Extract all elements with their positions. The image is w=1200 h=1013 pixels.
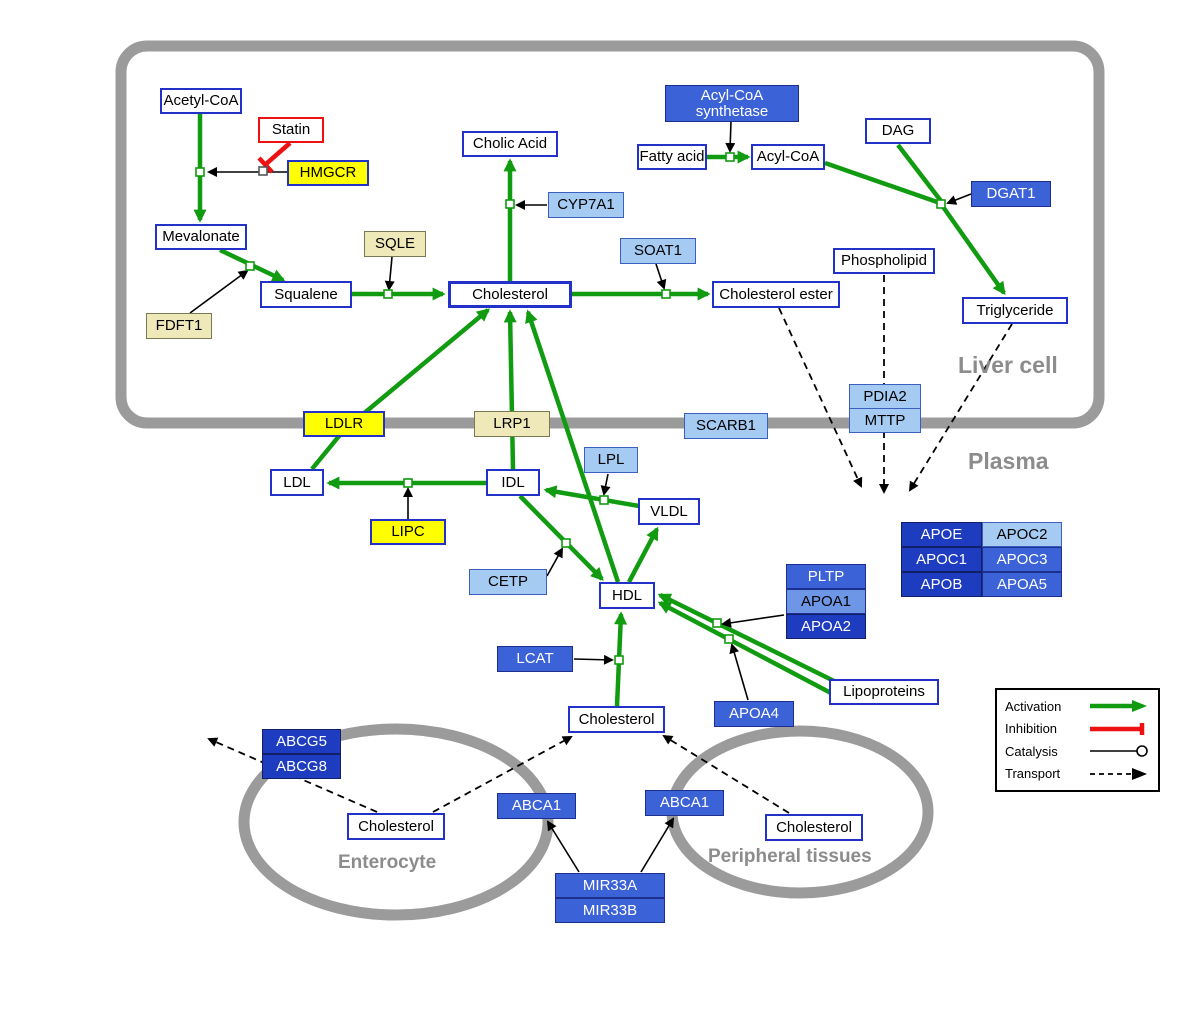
legend-row-transport: Transport: [1005, 764, 1150, 784]
transport-dashed-arrow-icon: [1090, 767, 1147, 780]
node-cholesterol-peripheral[interactable]: Cholesterol: [765, 814, 863, 841]
node-cholesterol[interactable]: Cholesterol: [448, 281, 572, 308]
node-mevalonate[interactable]: Mevalonate: [155, 224, 247, 250]
node-lpl[interactable]: LPL: [584, 447, 638, 473]
node-apoc3[interactable]: APOC3: [982, 547, 1062, 572]
node-pltp[interactable]: PLTP: [786, 564, 866, 589]
node-phospholipid[interactable]: Phospholipid: [833, 248, 935, 274]
node-dag[interactable]: DAG: [865, 118, 931, 144]
node-cholesterol-enterocyte[interactable]: Cholesterol: [347, 813, 445, 840]
legend-catalysis-label: Catalysis: [1005, 743, 1058, 759]
node-fdft1[interactable]: FDFT1: [146, 313, 212, 339]
node-idl[interactable]: IDL: [486, 469, 540, 496]
activation-arrow-icon: [1090, 700, 1147, 712]
node-acyl-coa-synthetase[interactable]: Acyl-CoA synthetase: [665, 85, 799, 122]
node-mir33b[interactable]: MIR33B: [555, 898, 665, 923]
node-mir33a[interactable]: MIR33A: [555, 873, 665, 898]
node-lcat[interactable]: LCAT: [497, 646, 573, 672]
legend-inhibition-label: Inhibition: [1005, 721, 1058, 737]
node-cholic-acid[interactable]: Cholic Acid: [462, 131, 558, 157]
node-abcg5[interactable]: ABCG5: [262, 729, 341, 754]
node-abca1-enterocyte[interactable]: ABCA1: [497, 793, 576, 819]
enterocyte-label: Enterocyte: [338, 852, 437, 873]
node-sqle[interactable]: SQLE: [364, 231, 426, 257]
node-triglyceride[interactable]: Triglyceride: [962, 297, 1068, 324]
node-vldl[interactable]: VLDL: [638, 498, 700, 525]
legend-row-activation: Activation: [1005, 696, 1150, 716]
inhibition-tbar-icon: [1090, 722, 1145, 735]
node-acyl-coa[interactable]: Acyl-CoA: [751, 144, 825, 170]
node-apoa2[interactable]: APOA2: [786, 614, 866, 639]
node-lipc[interactable]: LIPC: [370, 519, 446, 545]
node-cholesterol-ester[interactable]: Cholesterol ester: [712, 281, 840, 308]
compartments: [115, 40, 1105, 921]
node-acetyl-coa[interactable]: Acetyl-CoA: [160, 88, 242, 114]
node-apoa1[interactable]: APOA1: [786, 589, 866, 614]
node-fatty-acid[interactable]: Fatty acid: [637, 144, 707, 170]
plasma-label: Plasma: [968, 448, 1049, 474]
compartment-liver-cell: [115, 40, 1105, 429]
catalysis-circle-icon: [1090, 745, 1148, 758]
node-hdl[interactable]: HDL: [599, 582, 655, 609]
node-squalene[interactable]: Squalene: [260, 281, 352, 308]
node-lipoproteins[interactable]: Lipoproteins: [829, 679, 939, 705]
legend-row-catalysis: Catalysis: [1005, 741, 1150, 761]
node-statin[interactable]: Statin: [258, 117, 324, 143]
node-cetp[interactable]: CETP: [469, 569, 547, 595]
transport-edges: [207, 275, 1013, 814]
node-abca1-peripheral[interactable]: ABCA1: [645, 790, 724, 816]
legend-row-inhibition: Inhibition: [1005, 719, 1150, 739]
legend: Activation Inhibition Catalysis Transpor…: [995, 688, 1160, 792]
legend-transport-label: Transport: [1005, 766, 1061, 782]
node-apoa5[interactable]: APOA5: [982, 572, 1062, 597]
inhibition-edge: [257, 141, 292, 174]
node-apob[interactable]: APOB: [901, 572, 982, 597]
node-cyp7a1[interactable]: CYP7A1: [548, 192, 624, 218]
edge-anchors: [195, 152, 946, 665]
catalysis-edges: [189, 120, 972, 665]
node-pdia2[interactable]: PDIA2: [849, 384, 921, 409]
node-apoa4[interactable]: APOA4: [714, 701, 794, 727]
peripheral-tissues-label: Peripheral tissues: [708, 846, 872, 867]
statin-target-anchor: [258, 166, 268, 176]
node-apoe[interactable]: APOE: [901, 522, 982, 547]
liver-cell-label: Liver cell: [958, 352, 1058, 378]
node-soat1[interactable]: SOAT1: [620, 238, 696, 264]
node-scarb1[interactable]: SCARB1: [684, 413, 768, 439]
node-ldl[interactable]: LDL: [270, 469, 324, 496]
node-mttp[interactable]: MTTP: [849, 408, 921, 433]
activation-edges: [193, 113, 1006, 707]
node-abcg8[interactable]: ABCG8: [262, 754, 341, 779]
node-hmgcr[interactable]: HMGCR: [287, 160, 369, 186]
node-dgat1[interactable]: DGAT1: [971, 181, 1051, 207]
node-apoc1[interactable]: APOC1: [901, 547, 982, 572]
regulation-edges: [546, 614, 785, 873]
node-lrp1[interactable]: LRP1: [474, 411, 550, 437]
node-ldlr[interactable]: LDLR: [303, 411, 385, 437]
node-cholesterol-hdl[interactable]: Cholesterol: [568, 706, 665, 733]
node-apoc2[interactable]: APOC2: [982, 522, 1062, 547]
legend-activation-label: Activation: [1005, 698, 1062, 714]
